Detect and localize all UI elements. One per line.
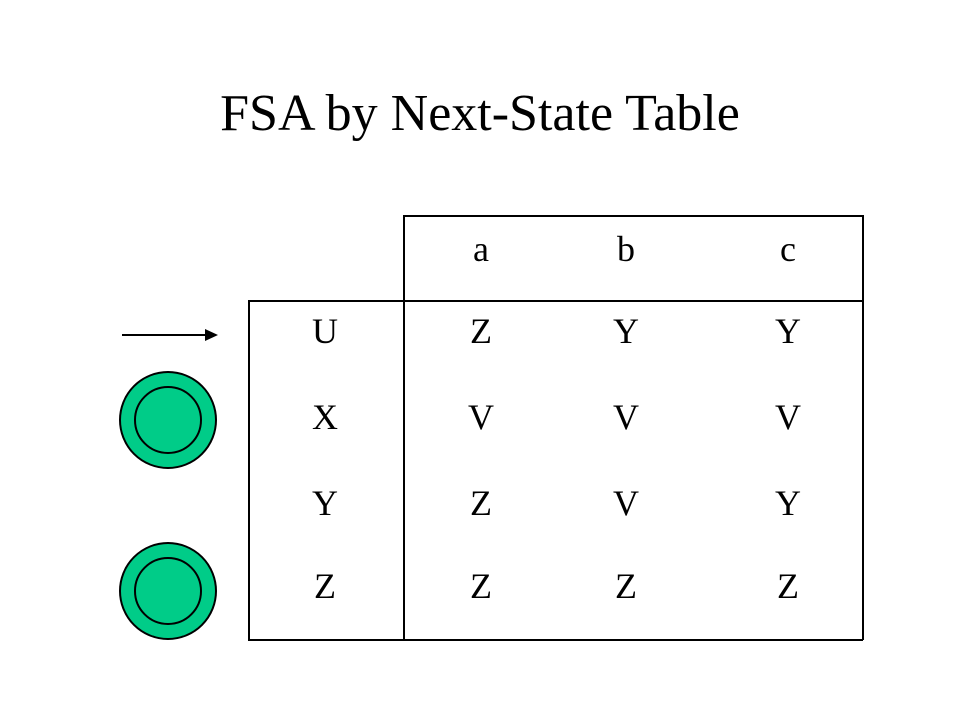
next-state-x-c: V (775, 397, 801, 437)
accepting-state-icon-x (119, 371, 217, 469)
next-state-x-b: V (613, 397, 639, 437)
next-state-u-a: Z (470, 311, 492, 351)
column-header-a: a (473, 229, 489, 269)
state-label-u: U (312, 311, 338, 351)
table-right-rule (862, 215, 864, 640)
table-left-rule (248, 300, 250, 640)
state-label-y: Y (312, 483, 338, 523)
state-column-divider (403, 215, 405, 640)
table-bottom-rule (248, 639, 863, 641)
start-state-arrow-icon (122, 329, 218, 341)
header-bottom-rule (248, 300, 863, 302)
slide-title: FSA by Next-State Table (220, 85, 740, 142)
next-state-u-b: Y (613, 311, 639, 351)
header-top-rule (404, 215, 863, 217)
next-state-u-c: Y (775, 311, 801, 351)
next-state-z-c: Z (777, 566, 799, 606)
accepting-state-icon-z (119, 542, 217, 640)
column-header-b: b (617, 229, 635, 269)
next-state-y-c: Y (775, 483, 801, 523)
column-header-c: c (780, 229, 796, 269)
next-state-z-a: Z (470, 566, 492, 606)
next-state-y-b: V (613, 483, 639, 523)
next-state-z-b: Z (615, 566, 637, 606)
state-label-z: Z (314, 566, 336, 606)
state-label-x: X (312, 397, 338, 437)
next-state-x-a: V (468, 397, 494, 437)
next-state-y-a: Z (470, 483, 492, 523)
